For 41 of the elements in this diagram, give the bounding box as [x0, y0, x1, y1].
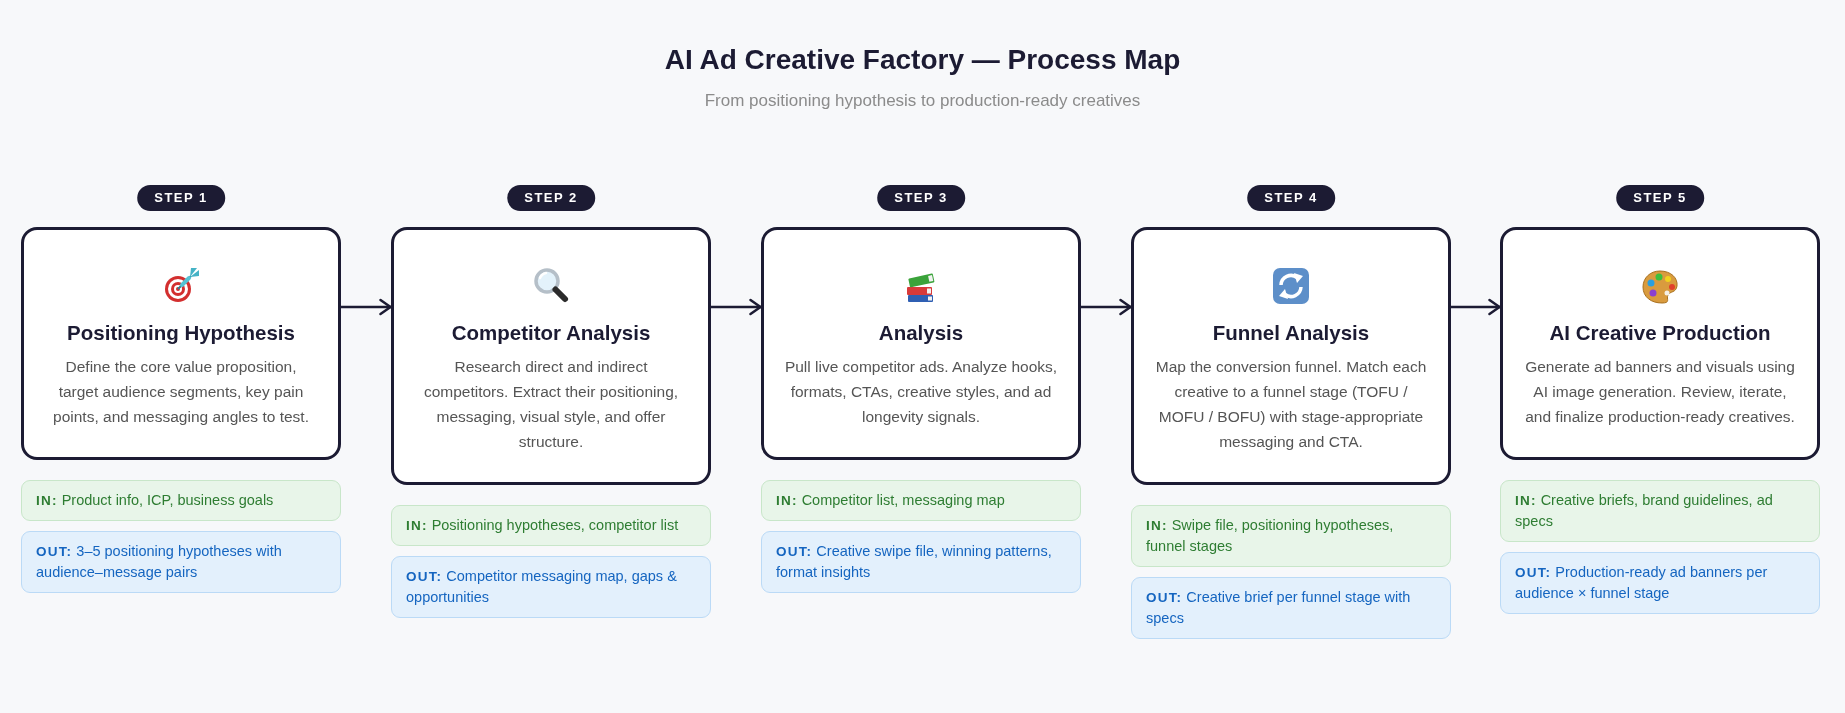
- step-badge: STEP 4: [1247, 185, 1335, 211]
- inputs-text: IN: Swipe file, positioning hypotheses, funnel stages: [1146, 517, 1394, 554]
- step-description: Generate ad banners and visuals using AI image generation. Review, iterate, and finalize production-ready creatives.: [1524, 357, 1796, 427]
- step-badge: STEP 5: [1616, 185, 1704, 211]
- outputs-text: OUT: Production-ready ad banners per audience × funnel stage: [1515, 564, 1768, 601]
- step-title: AI Creative Production: [1549, 320, 1771, 346]
- inputs-panel: [761, 480, 1081, 521]
- inputs-panel: [21, 480, 341, 521]
- outputs-text: OUT: Competitor messaging map, gaps & opportunities: [406, 568, 677, 605]
- step-badge: STEP 1: [137, 185, 225, 211]
- outputs-panel: [21, 531, 341, 593]
- inputs-text: IN: Creative briefs, brand guidelines, ad specs: [1515, 492, 1773, 529]
- step-title: Competitor Analysis: [451, 320, 651, 346]
- step-description: Define the core value proposition, target audience segments, key pain points, and messaging angles to test.: [52, 357, 310, 427]
- outputs-panel: [761, 531, 1081, 593]
- arrow: [711, 298, 762, 316]
- subtitle: From positioning hypothesis to production-ready creatives: [704, 91, 1141, 111]
- step-badge: STEP 2: [507, 185, 595, 211]
- outputs-panel: [1500, 552, 1820, 614]
- step-title: Funnel Analysis: [1212, 320, 1370, 346]
- outputs-text: OUT: Creative swipe file, winning patterns, format insights: [776, 543, 1052, 580]
- outputs-panel: [391, 556, 711, 618]
- step-badge: STEP 3: [877, 185, 965, 211]
- inputs-text: IN: Positioning hypotheses, competitor list: [406, 517, 679, 533]
- inputs-panel: [1500, 480, 1820, 542]
- step-title: Analysis: [878, 320, 964, 346]
- diagram-title: AI Ad Creative Factory — Process Map: [664, 43, 1181, 77]
- step-description: Map the conversion funnel. Match each creative to a funnel stage (TOFU / MOFU / BOFU) with stage-appropriate messaging and CTA.: [1154, 357, 1428, 452]
- outputs-text: OUT: Creative brief per funnel stage with specs: [1146, 589, 1411, 626]
- inputs-text: IN: Product info, ICP, business goals: [36, 492, 274, 508]
- step-title: Positioning Hypothesis: [67, 320, 295, 346]
- arrow: [1081, 298, 1132, 316]
- arrow: [1451, 298, 1501, 316]
- inputs-panel: [1131, 505, 1451, 567]
- inputs-panel: [391, 505, 711, 546]
- outputs-panel: [1131, 577, 1451, 639]
- arrow: [341, 298, 392, 316]
- inputs-text: IN: Competitor list, messaging map: [776, 492, 1005, 508]
- outputs-text: OUT: 3–5 positioning hypotheses with audience–message pairs: [36, 543, 282, 580]
- step-description: Research direct and indirect competitors. Extract their positioning, messaging, visual style, and offer structure.: [422, 357, 680, 452]
- step-description: Pull live competitor ads. Analyze hooks, formats, CTAs, creative styles, and ad longevity signals.: [784, 357, 1058, 427]
